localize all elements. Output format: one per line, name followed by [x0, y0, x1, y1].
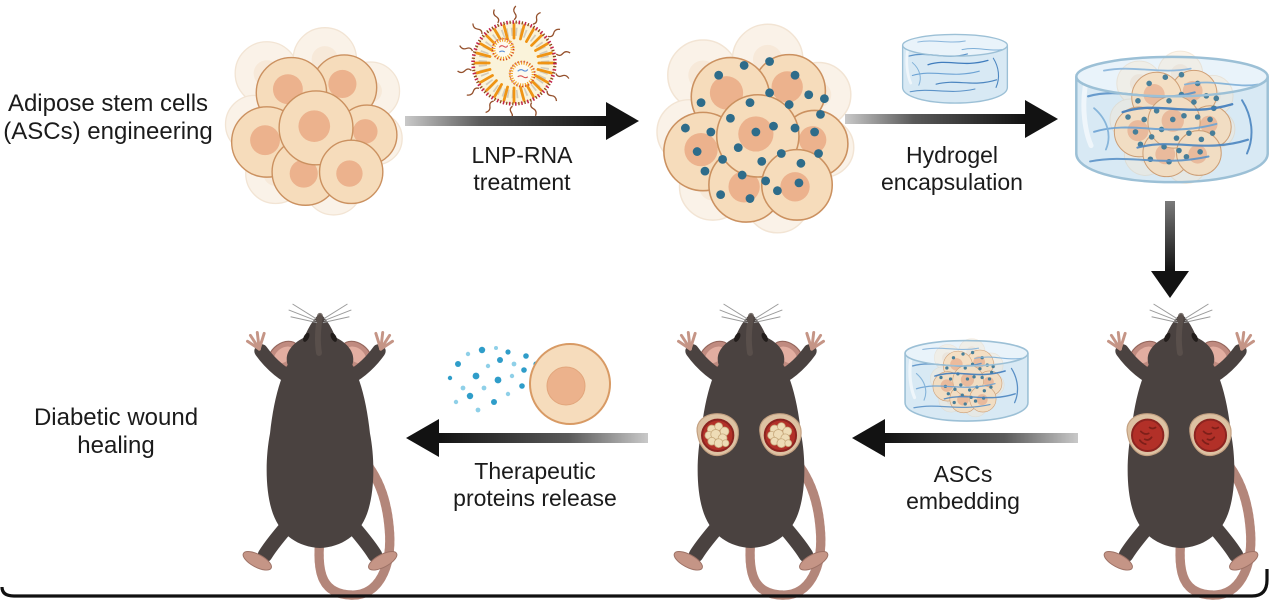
stage-label-line: Adipose stem cells — [7, 90, 209, 117]
stage-label-line: Diabetic wound — [33, 404, 199, 431]
arrow-head-left-icon — [852, 419, 885, 457]
arrow-label-protein-release: Therapeutic proteins release — [418, 458, 652, 511]
arrow-label-line: Hydrogel — [905, 142, 999, 168]
arrow-ascs-embedding — [852, 419, 1078, 457]
arrow-label-line: encapsulation — [881, 168, 1023, 195]
arrow-head-down-icon — [1151, 271, 1189, 298]
arrow-protein-release — [406, 419, 648, 457]
arrow-label-line: ASCs — [933, 461, 993, 487]
asc-releasing-proteins-icon — [447, 343, 611, 425]
arrow-hydrogel-encapsulation — [845, 100, 1058, 138]
stage-label-line: healing — [77, 431, 155, 459]
arrow-to-mouse — [1151, 201, 1189, 298]
arrow-shaft — [885, 433, 1078, 443]
stage-label-diabetic-wound-healing: Diabetic wound healing — [12, 404, 220, 460]
arrow-label-ascs-embedding: ASCs embedding — [858, 461, 1068, 514]
secreting-cell — [529, 343, 611, 425]
arrow-head-right-icon — [606, 102, 639, 140]
arrow-head-right-icon — [1025, 100, 1058, 138]
arrow-label-line: embedding — [906, 487, 1020, 514]
stage-label-asc-engineering: Adipose stem cells (ASCs) engineering — [2, 90, 214, 146]
arrow-label-line: LNP-RNA — [471, 142, 573, 168]
arrow-shaft — [439, 433, 648, 443]
arrow-label-hydrogel-encapsulation: Hydrogel encapsulation — [847, 142, 1057, 195]
arrow-label-line: proteins release — [453, 484, 617, 511]
arrow-shaft — [405, 116, 606, 126]
arrow-label-line: treatment — [473, 168, 571, 195]
arrow-head-left-icon — [406, 419, 439, 457]
arrow-lnp-treatment — [405, 102, 639, 140]
arrow-label-line: Therapeutic — [474, 458, 596, 484]
stage-label-line: (ASCs) engineering — [3, 117, 213, 145]
arrow-shaft — [1165, 201, 1175, 271]
arrow-shaft — [845, 114, 1025, 124]
arrow-label-lnp-treatment: LNP-RNA treatment — [422, 142, 622, 195]
